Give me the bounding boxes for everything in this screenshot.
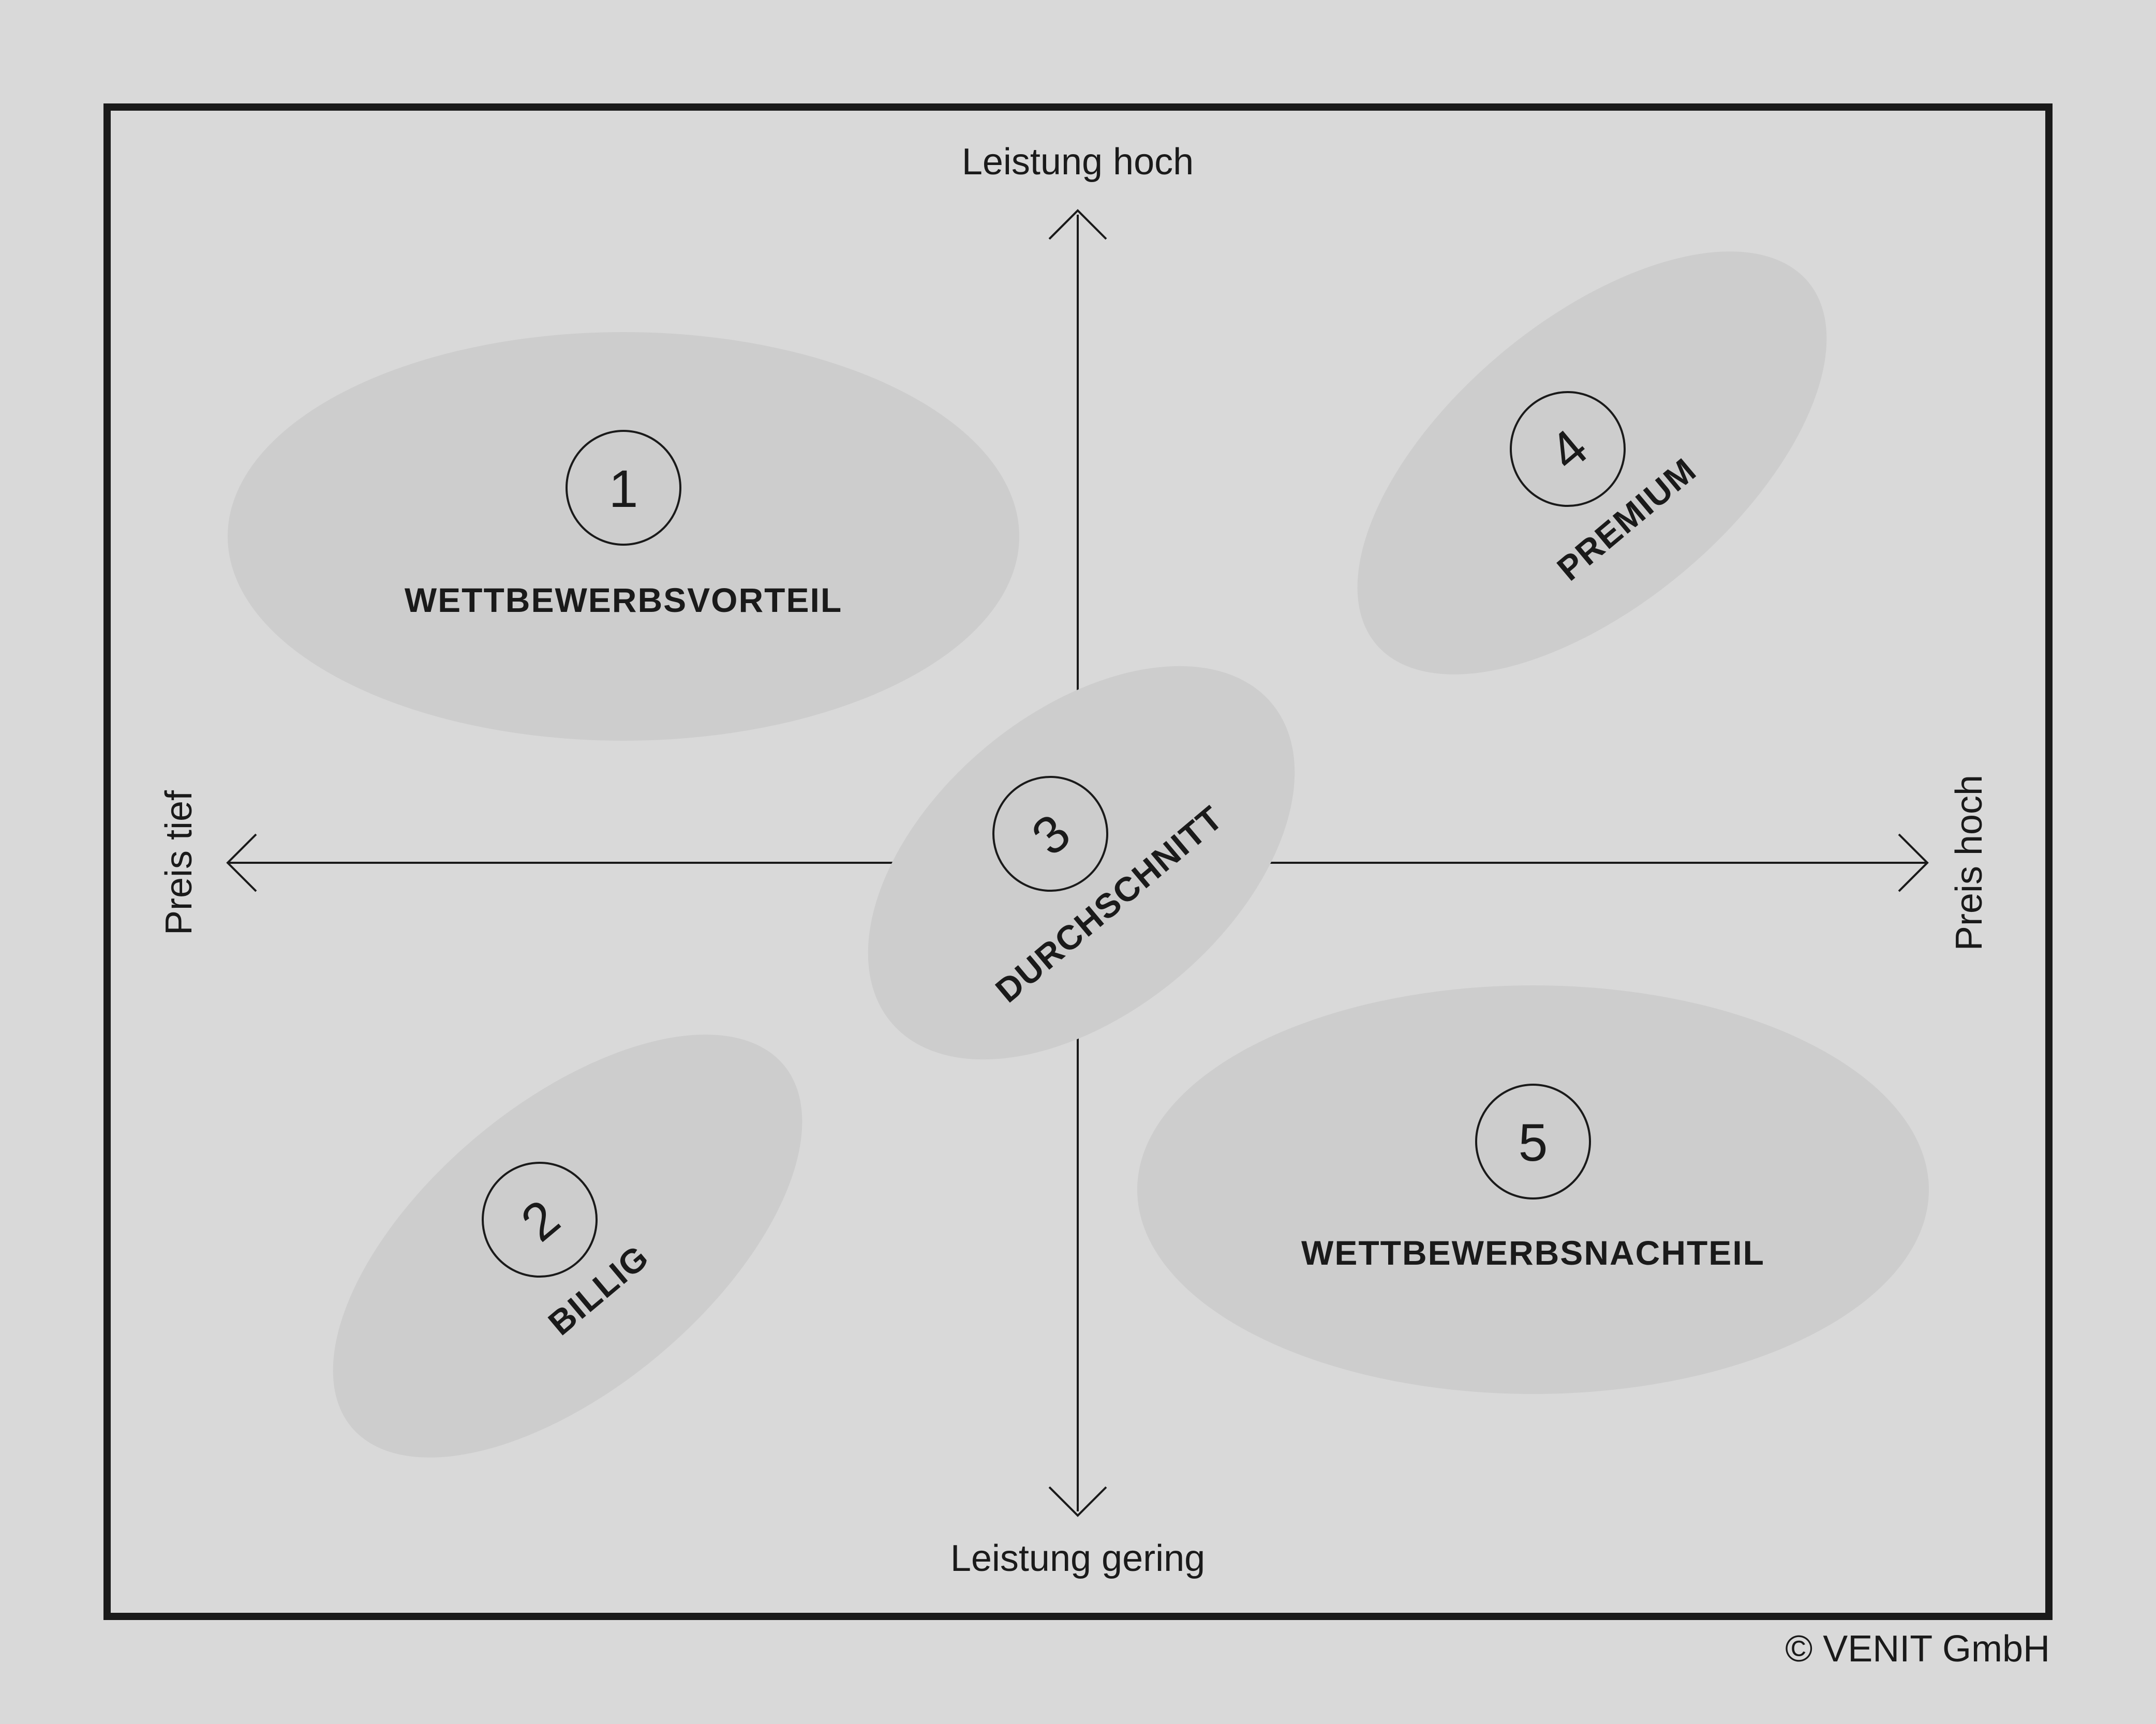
zone-5-ellipse [1137,985,1929,1394]
number-badge-3 [992,776,1108,892]
arrowhead-up [1048,209,1107,240]
axis-label-right: Preis hoch [1949,775,1990,951]
arrowhead-left [226,833,257,892]
zone-1-ellipse [228,332,1019,741]
number-1: 1 [609,459,638,518]
zone-label-1: WETTBEWERBSVORTEIL [405,581,842,619]
zone-3-ellipse [868,666,1295,1060]
zone-4-ellipse [1357,251,1827,674]
arrowhead-right [1898,833,1929,892]
arrowhead-down [1048,1486,1107,1517]
axis-label-left: Preis tief [158,790,200,935]
zone-5: 5 WETTBEWERBSNACHTEIL [1301,1084,1765,1272]
copyright: © VENIT GmbH [1785,1628,2050,1670]
zone-1: 1 WETTBEWERBSVORTEIL [405,430,842,619]
diagram-frame [103,103,2053,1620]
number-badge-5 [1475,1084,1591,1200]
zone-2-ellipse [333,1035,802,1458]
axis-label-bottom: Leistung gering [950,1538,1205,1579]
number-5: 5 [1519,1113,1548,1172]
axis-label-top: Leistung hoch [962,141,1194,183]
zone-label-5: WETTBEWERBSNACHTEIL [1301,1234,1765,1272]
number-badge-1 [566,430,681,546]
number-badge-2 [482,1162,598,1278]
number-badge-4 [1510,391,1626,507]
